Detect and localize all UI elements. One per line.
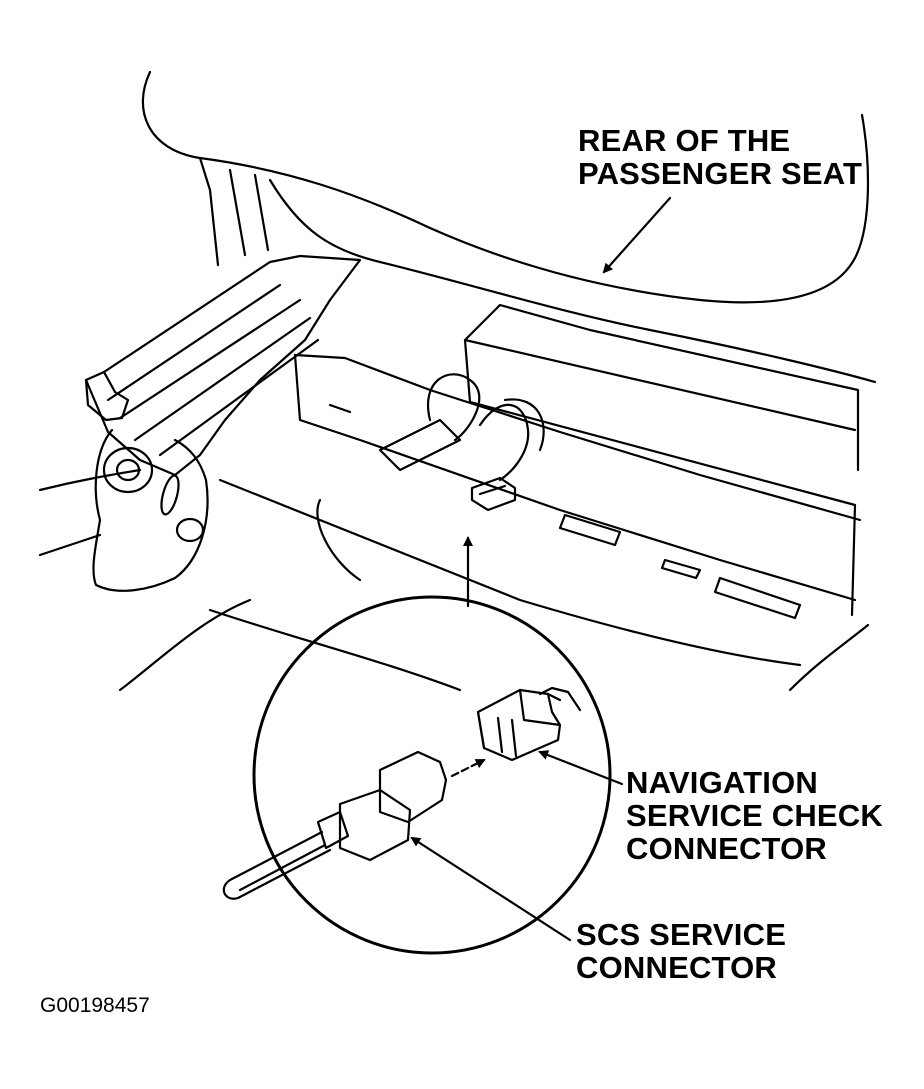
magnifier-circle [252, 595, 612, 955]
bracket-slot [160, 474, 180, 516]
navigation-label-line-2: SERVICE CHECK [626, 798, 883, 833]
bracket-hole [175, 517, 205, 543]
scs-label-line-2: CONNECTOR [576, 950, 778, 985]
figure-id: G00198457 [40, 994, 150, 1017]
seat-rail-inner [106, 283, 320, 457]
console-box-face [468, 400, 857, 617]
connection-arrow [450, 758, 486, 778]
seat-back-lower-edge [268, 178, 877, 384]
scs-connector-arrow [410, 836, 572, 942]
cross-member [293, 353, 857, 602]
floor-lines [38, 468, 870, 692]
navigation-label-line-1: NAVIGATION [626, 765, 819, 800]
navigation-connector-enlarged [476, 686, 582, 762]
installed-connector [470, 476, 517, 512]
rear-seat-label-line-2: PASSENGER SEAT [578, 156, 863, 191]
navigation-label-line-3: CONNECTOR [626, 831, 828, 866]
seat-side-edge [198, 156, 270, 267]
tape-clip [378, 418, 462, 472]
scs-label-line-1: SCS SERVICE [576, 917, 787, 952]
rail-end-cap [84, 370, 130, 422]
bracket-bolt [102, 446, 154, 494]
nav-connector-arrow [538, 750, 624, 786]
seat-rail [84, 254, 362, 477]
rear-seat-label: REAR OF THE PASSENGER SEAT [578, 124, 862, 190]
rear-seat-arrow [602, 196, 672, 274]
cross-member-top [293, 353, 862, 522]
console-box [463, 303, 860, 472]
cross-member-slots [328, 403, 802, 620]
scs-connector-label: SCS SERVICE CONNECTOR [576, 918, 786, 984]
scs-connector-enlarged [222, 750, 448, 900]
rear-seat-label-line-1: REAR OF THE [578, 123, 791, 158]
navigation-connector-label: NAVIGATION SERVICE CHECK CONNECTOR [626, 766, 883, 865]
wiring-harness [427, 373, 545, 482]
rail-bracket [92, 428, 209, 592]
